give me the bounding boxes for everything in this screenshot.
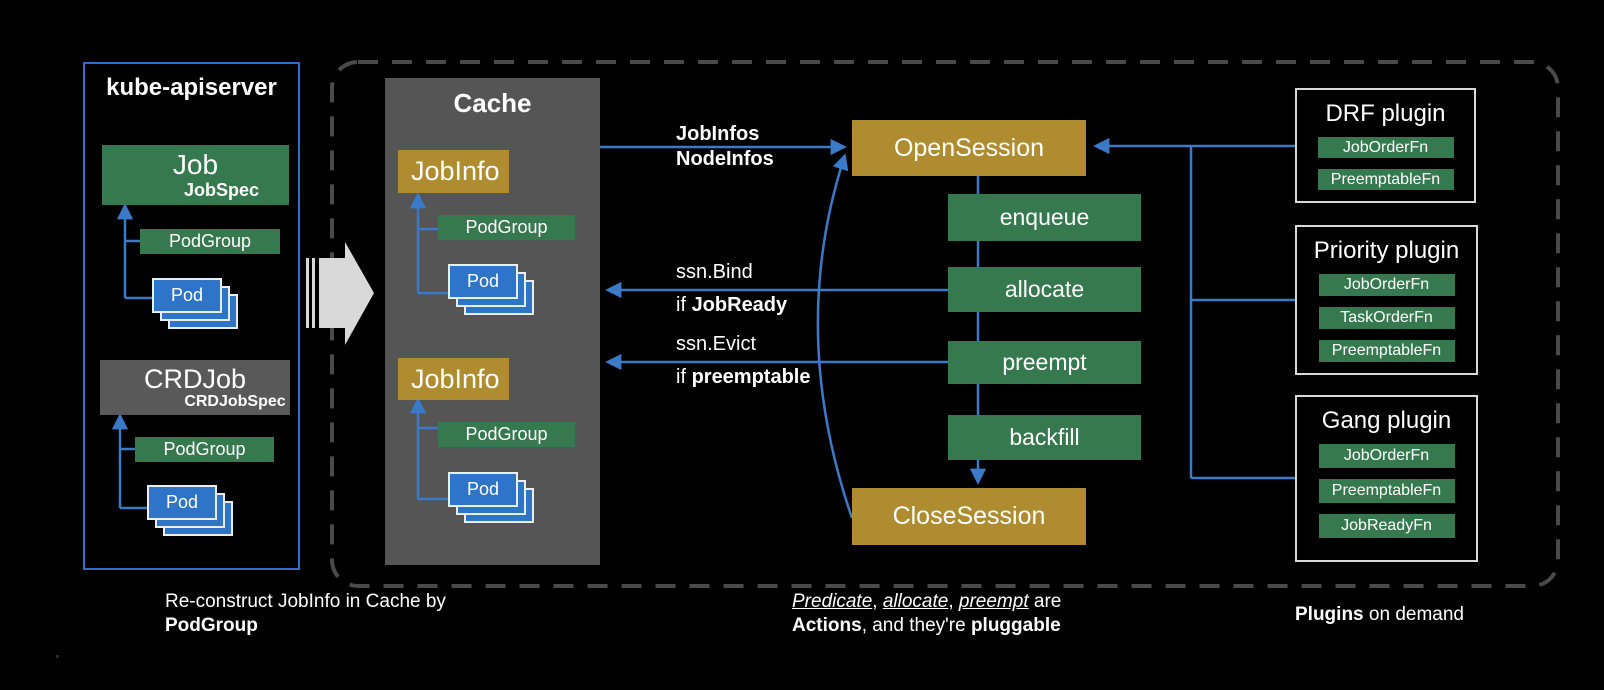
allocate-text: allocate <box>882 591 949 612</box>
closesession-box: CloseSession <box>852 488 1086 545</box>
jobspec-label: JobSpec <box>183 180 260 200</box>
fn-box: JobOrderFn <box>1318 444 1455 468</box>
predicate-text: Predicate <box>792 591 873 612</box>
preempt-text: preempt <box>958 591 1029 612</box>
are-text: are <box>1028 591 1062 612</box>
fn-box: JobOrderFn <box>1318 274 1455 296</box>
fn-box: JobReadyFn <box>1318 514 1455 538</box>
sync-block-arrow-icon <box>306 242 374 345</box>
drf-plugin-title: DRF plugin <box>1325 100 1446 127</box>
pod-stack: Pod <box>152 278 238 329</box>
caption-reconstruct-line1: Re-construct JobInfo in Cache by <box>165 591 446 612</box>
podgroup-box: PodGroup <box>438 215 575 240</box>
actions-text: Actions <box>792 615 862 636</box>
cache-title: Cache <box>453 88 532 118</box>
caption-actions: Predicate, allocate, preempt are Actions… <box>792 590 1061 638</box>
podgroup-box: PodGroup <box>438 422 575 447</box>
caption-reconstruct: Re-construct JobInfo in Cache by PodGrou… <box>165 590 446 638</box>
fn-box: PreemptableFn <box>1317 169 1454 190</box>
fn-box: PreemptableFn <box>1318 479 1455 503</box>
if-preemptable-label: if preemptable <box>676 366 811 389</box>
jobinfos-label: JobInfos <box>676 123 760 145</box>
opensession-box: OpenSession <box>852 120 1086 176</box>
action-backfill-box: backfill <box>948 415 1141 460</box>
pod-stack: Pod <box>448 472 534 523</box>
caption-reconstruct-line2: PodGroup <box>165 615 258 636</box>
comma-text: , <box>872 591 883 612</box>
mid-text: , and they're <box>861 615 971 636</box>
gang-plugin-title: Gang plugin <box>1321 407 1452 434</box>
pod-box: Pod <box>448 472 518 507</box>
crdjobspec-label: CRDJobSpec <box>184 392 286 410</box>
if-jobready-label: if JobReady <box>676 294 787 317</box>
apiserver-connectors <box>111 203 153 510</box>
fn-box: PreemptableFn <box>1318 340 1455 362</box>
plugins-text: Plugins <box>1295 604 1364 625</box>
jobinfo-box: JobInfo <box>398 150 509 193</box>
nodeinfos-label: NodeInfos <box>676 148 774 170</box>
caption-actions-line1: Predicate, allocate, preempt are <box>792 590 1061 614</box>
on-demand-text: on demand <box>1363 604 1464 625</box>
priority-plugin-box: Priority plugin JobOrderFn TaskOrderFn P… <box>1295 225 1478 375</box>
pluggable-text: pluggable <box>970 615 1061 636</box>
jobinfo-box: JobInfo <box>398 358 509 400</box>
comma-text: , <box>948 591 959 612</box>
jobready-text: JobReady <box>691 294 788 316</box>
if-text: if <box>676 294 692 316</box>
kube-apiserver-title: kube-apiserver <box>106 74 277 101</box>
action-allocate-box: allocate <box>948 267 1141 312</box>
cache-connectors <box>409 192 449 501</box>
pod-box: Pod <box>152 278 222 313</box>
caption-plugins: Plugins on demand <box>1295 603 1464 627</box>
drf-plugin-box: DRF plugin JobOrderFn PreemptableFn <box>1295 88 1476 203</box>
action-preempt-box: preempt <box>948 341 1141 384</box>
priority-plugin-title: Priority plugin <box>1313 237 1460 264</box>
fn-box: TaskOrderFn <box>1318 307 1455 329</box>
pod-box: Pod <box>147 485 217 520</box>
crdjob-box: CRDJob CRDJobSpec <box>100 360 290 415</box>
if-text: if <box>676 366 692 388</box>
pod-stack: Pod <box>448 264 534 315</box>
caption-actions-line2: Actions, and they're pluggable <box>792 614 1061 638</box>
crdjob-label: CRDJob <box>143 363 247 394</box>
ssn-evict-label: ssn.Evict <box>676 333 757 355</box>
podgroup-box: PodGroup <box>135 437 274 462</box>
ssn-bind-label: ssn.Bind <box>676 261 753 283</box>
cache-panel: Cache JobInfo PodGroup Pod JobInfo PodGr… <box>385 78 600 565</box>
closesession-loop-arc <box>816 153 854 519</box>
job-box: Job JobSpec <box>102 145 289 205</box>
kube-apiserver-panel: kube-apiserver Job JobSpec PodGroup Pod … <box>83 62 300 570</box>
job-label: Job <box>172 149 219 180</box>
podgroup-box: PodGroup <box>140 229 280 254</box>
preemptable-text: preemptable <box>691 366 811 388</box>
pod-box: Pod <box>448 264 518 299</box>
fn-box: JobOrderFn <box>1317 137 1454 158</box>
pod-stack: Pod <box>147 485 233 536</box>
artifact-dot <box>56 655 59 658</box>
action-enqueue-box: enqueue <box>948 194 1141 241</box>
gang-plugin-box: Gang plugin JobOrderFn PreemptableFn Job… <box>1295 395 1478 562</box>
